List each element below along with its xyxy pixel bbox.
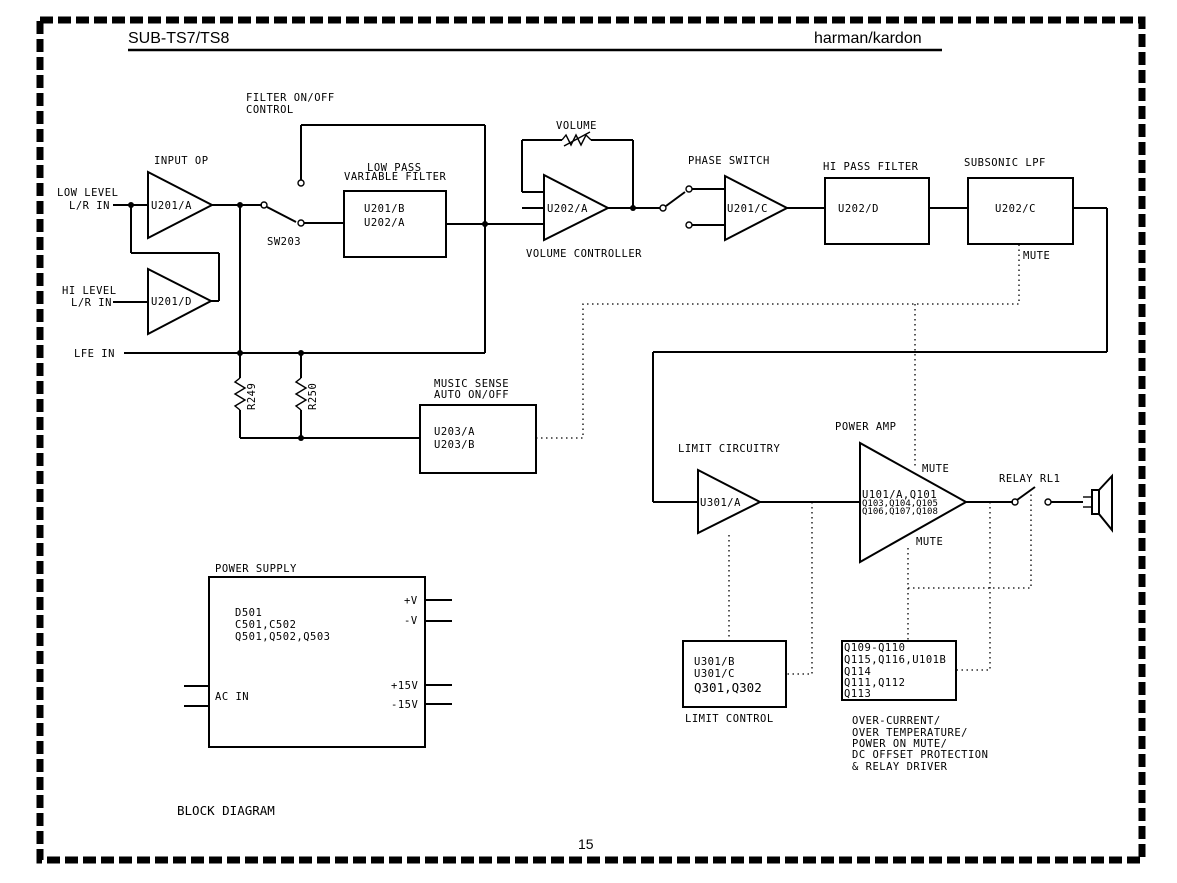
psu-q501-label: Q501,Q502,Q503: [235, 631, 331, 643]
power-supply-label: POWER SUPPLY: [215, 563, 297, 575]
lfe-in-label: LFE IN: [74, 348, 115, 360]
limit-control-block: [682, 640, 787, 708]
plus-v-label: +V: [404, 595, 418, 607]
protection-note-2: OVER TEMPERATURE/: [852, 727, 968, 739]
input-section: [113, 124, 486, 441]
amp-q106-label: Q106,Q107,Q108: [862, 507, 938, 517]
model-title: SUB-TS7/TS8: [128, 30, 230, 47]
protection-block: [841, 640, 957, 701]
relay-label: RELAY RL1: [999, 473, 1060, 485]
power-amp-triangle: [859, 441, 969, 564]
ac-in-label: AC IN: [215, 691, 249, 703]
prot-q115-label: Q115,Q116,U101B: [844, 654, 946, 666]
amp-q103-label: Q103,Q104,Q105: [862, 499, 938, 509]
limit-circuitry-label: LIMIT CIRCUITRY: [678, 443, 781, 455]
control-dotted-lines: [536, 245, 1032, 675]
prot-q114-label: Q114: [844, 666, 871, 678]
u201c-label: U201/C: [727, 203, 768, 215]
opamp-u201c: [724, 174, 790, 242]
low-level-label-1: LOW LEVEL: [57, 187, 118, 199]
power-supply: [184, 576, 452, 748]
volume-section: [521, 131, 660, 242]
hi-level-label-1: HI LEVEL: [62, 285, 117, 297]
hi-level-label-2: L/R IN: [71, 297, 112, 309]
protection-note-3: POWER ON MUTE/: [852, 738, 948, 750]
subsonic-label: SUBSONIC LPF: [964, 157, 1046, 169]
lpf-u201b-label: U201/B: [364, 203, 405, 215]
hipass-filter-block: [824, 177, 930, 245]
music-sense-block: [419, 404, 537, 474]
phase-switch: [659, 174, 825, 242]
opamp-u201a: [147, 170, 215, 240]
page-number: 15: [578, 836, 594, 852]
u202d-label: U202/D: [838, 203, 879, 215]
limit-q301-label: Q301,Q302: [694, 680, 762, 695]
mute-subsonic-label: MUTE: [1023, 250, 1050, 262]
r250-label: R250: [307, 383, 319, 410]
r249-label: R249: [246, 383, 258, 410]
volume-label: VOLUME: [556, 120, 597, 132]
prot-q109-label: Q109-Q110: [844, 642, 905, 654]
output-section: [697, 441, 1113, 564]
sw203-label: SW203: [267, 236, 301, 248]
minus-v-label: -V: [404, 615, 418, 627]
amp-u101a-label: U101/A,Q101: [862, 489, 937, 501]
hipass-label: HI PASS FILTER: [823, 161, 919, 173]
volume-controller-label: VOLUME CONTROLLER: [526, 248, 642, 260]
limit-u301c-label: U301/C: [694, 668, 735, 680]
power-supply-block: [208, 576, 426, 748]
u201a-label: U201/A: [151, 200, 192, 212]
lowpass-label-1: LOW PASS: [367, 162, 422, 174]
protection-note-5: & RELAY DRIVER: [852, 761, 948, 773]
prot-q111-label: Q111,Q112: [844, 677, 905, 689]
power-amp-label: POWER AMP: [835, 421, 896, 433]
u201d-label: U201/D: [151, 296, 192, 308]
u203b-label: U203/B: [434, 439, 475, 451]
opamp-u201d: [147, 267, 214, 336]
u203a-label: U203/A: [434, 426, 475, 438]
prot-q113-label: Q113: [844, 688, 871, 700]
lpf-u202a-label: U202/A: [364, 217, 405, 229]
music-sense-label-1: MUSIC SENSE: [434, 378, 509, 390]
limit-control-label: LIMIT CONTROL: [685, 713, 774, 725]
input-op-label: INPUT OP: [154, 155, 209, 167]
psu-d501-label: D501: [235, 607, 262, 619]
mute-amp-bottom-label: MUTE: [916, 536, 943, 548]
music-sense-label-2: AUTO ON/OFF: [434, 389, 509, 401]
subsonic-lpf-block: [967, 177, 1074, 245]
u202a-volume-label: U202/A: [547, 203, 588, 215]
protection-note-1: OVER-CURRENT/: [852, 715, 941, 727]
brand-title: harman/kardon: [814, 30, 922, 47]
opamp-u301a: [697, 468, 763, 535]
mute-amp-top-label: MUTE: [922, 463, 949, 475]
lowpass-filter-block: [343, 190, 447, 258]
minus-15v-label: -15V: [391, 699, 418, 711]
page-border: [36, 16, 1146, 864]
plus-15v-label: +15V: [391, 680, 418, 692]
psu-c501-label: C501,C502: [235, 619, 296, 631]
filter-onoff-label-2: CONTROL: [246, 104, 294, 116]
protection-note-4: DC OFFSET PROTECTION: [852, 749, 988, 761]
limit-u301b-label: U301/B: [694, 656, 735, 668]
speaker-icon: [1083, 473, 1113, 533]
low-level-label-2: L/R IN: [69, 200, 110, 212]
phase-switch-label: PHASE SWITCH: [688, 155, 770, 167]
lowpass-label-2: VARIABLE FILTER: [344, 171, 447, 183]
block-diagram-title: BLOCK DIAGRAM: [177, 803, 275, 818]
u301a-label: U301/A: [700, 497, 741, 509]
u202c-label: U202/C: [995, 203, 1036, 215]
filter-onoff-label-1: FILTER ON/OFF: [246, 92, 335, 104]
